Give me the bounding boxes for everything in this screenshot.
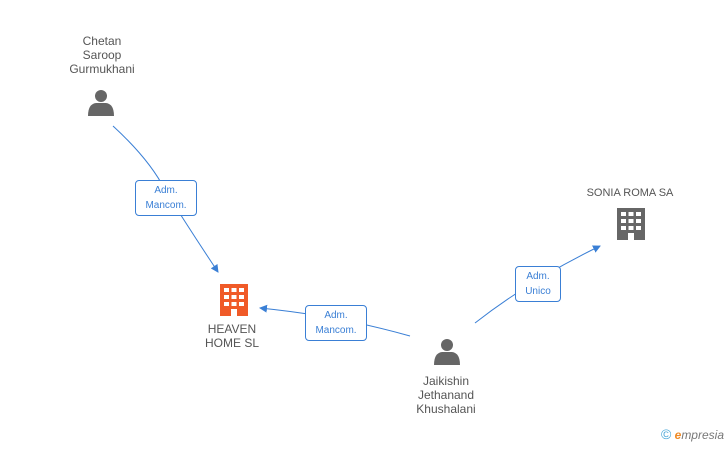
- node-label-line: HEAVEN: [207, 322, 257, 336]
- node-label-line: SONIA ROMA SA: [586, 187, 674, 199]
- brand-logo: © empresia: [661, 426, 724, 442]
- node-label-heaven[interactable]: HEAVEN HOME SL: [182, 322, 282, 350]
- node-label-line: Gurmukhani: [69, 62, 135, 76]
- edge-label-line: Adm.: [526, 271, 550, 282]
- edge-label-line: Mancom.: [145, 200, 187, 211]
- node-label-line: Jaikishin: [422, 374, 470, 388]
- edge-label-line: Adm.: [154, 185, 178, 196]
- node-label-jaikishin[interactable]: Jaikishin Jethanand Khushalani: [396, 374, 496, 416]
- edge-label-jaikishin-sonia[interactable]: Adm. Unico: [515, 266, 561, 302]
- node-label-chetan[interactable]: Chetan Saroop Gurmukhani: [52, 34, 152, 76]
- building-icon[interactable]: [220, 284, 248, 316]
- logo-text: mpresia: [681, 428, 724, 442]
- edge-label-line: Adm.: [324, 310, 348, 321]
- node-label-line: Jethanand: [417, 388, 475, 402]
- node-label-line: Khushalani: [416, 402, 476, 416]
- logo-initial: e: [674, 428, 682, 442]
- edge-label-line: Unico: [525, 286, 551, 297]
- copyright-icon: ©: [660, 426, 672, 442]
- node-label-line: HOME SL: [204, 336, 259, 350]
- edge-label-chetan-heaven[interactable]: Adm. Mancom.: [135, 180, 197, 216]
- node-label-sonia[interactable]: SONIA ROMA SA: [570, 186, 690, 200]
- building-icon[interactable]: [617, 208, 645, 240]
- person-icon[interactable]: [88, 90, 114, 116]
- edge-label-jaikishin-heaven[interactable]: Adm. Mancom.: [305, 305, 367, 341]
- person-icon[interactable]: [434, 339, 460, 365]
- node-label-line: Saroop: [82, 48, 122, 62]
- edge-label-line: Mancom.: [315, 325, 357, 336]
- node-label-line: Chetan: [82, 34, 122, 48]
